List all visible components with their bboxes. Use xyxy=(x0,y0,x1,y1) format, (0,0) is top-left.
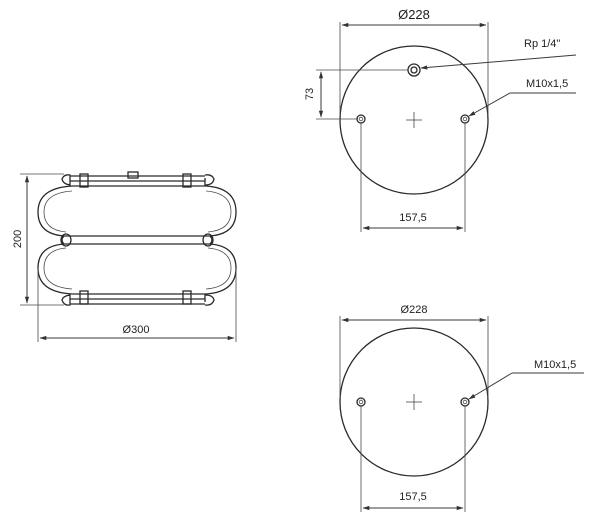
height-label: 200 xyxy=(12,230,24,248)
bottom-stud-right xyxy=(182,290,192,305)
bottom-plate xyxy=(61,294,215,306)
stud-left xyxy=(356,114,366,124)
bottom-view: Ø228 M10x1,5 157,5 xyxy=(339,304,584,512)
girdle-ring xyxy=(61,235,213,245)
side-diameter-label: Ø300 xyxy=(123,324,150,336)
upper-convolution xyxy=(37,185,237,237)
port-label: Rp 1/4" xyxy=(524,38,560,50)
lower-convolution xyxy=(37,243,237,295)
top-diameter-label: Ø228 xyxy=(398,7,430,22)
bottom-stud-left-hole xyxy=(356,397,366,407)
top-plate-outline xyxy=(339,45,489,195)
side-view: 200 Ø300 xyxy=(12,171,237,342)
offset-label: 73 xyxy=(304,88,316,100)
bottom-plate-outline xyxy=(339,327,489,477)
bottom-thread-label: M10x1,5 xyxy=(534,359,576,371)
top-stud-left xyxy=(79,173,89,188)
top-stud-center xyxy=(127,171,139,179)
top-thread-label: M10x1,5 xyxy=(526,78,568,90)
top-spacing-label: 157,5 xyxy=(399,212,427,224)
top-view: Ø228 73 Rp 1/4" M10x1,5 157,5 xyxy=(304,7,577,232)
bottom-stud-left xyxy=(79,290,89,305)
port-leader xyxy=(420,54,577,70)
top-stud-right xyxy=(182,173,192,188)
air-port xyxy=(407,63,421,77)
stud-right xyxy=(460,114,470,124)
bottom-diameter-label: Ø228 xyxy=(401,304,428,316)
bottom-spacing-label: 157,5 xyxy=(399,491,427,503)
bottom-stud-right-hole xyxy=(460,397,470,407)
